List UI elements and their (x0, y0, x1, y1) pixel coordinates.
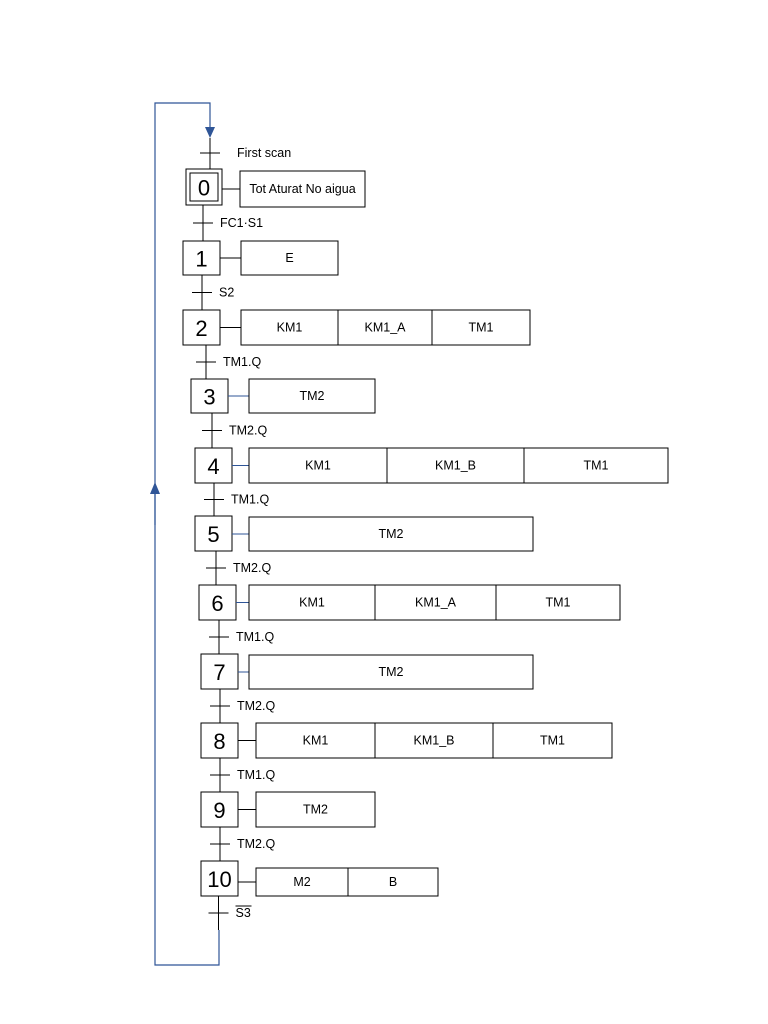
action-cell-10-1 (347, 867, 439, 897)
action-label-1-0: E (285, 251, 293, 265)
action-cell-9-0 (255, 791, 376, 828)
transition-label-8: TM1.Q (237, 768, 275, 782)
action-cell-2-2 (431, 309, 531, 346)
action-cell-8-0 (255, 722, 376, 759)
action-label-4-0: KM1 (305, 459, 331, 473)
step-box-3 (190, 378, 229, 414)
step-box-inner-0 (189, 172, 219, 202)
action-label-0-0: Tot Aturat No aigua (249, 182, 355, 196)
loop-back-line (154, 102, 220, 966)
action-cell-0-0 (239, 170, 366, 208)
action-label-4-1: KM1_B (435, 459, 476, 473)
action-label-10-1: B (389, 875, 397, 889)
step-number-2: 2 (195, 316, 207, 341)
action-label-4-2: TM1 (584, 459, 609, 473)
step-number-4: 4 (207, 454, 219, 479)
step-box-10 (200, 860, 239, 897)
transition-label-10: S3 (236, 906, 251, 920)
step-number-10: 10 (207, 867, 231, 892)
action-label-8-0: KM1 (303, 734, 329, 748)
action-label-8-1: KM1_B (414, 734, 455, 748)
transition-label-2: TM1.Q (223, 355, 261, 369)
transition-label-6: TM1.Q (236, 630, 274, 644)
action-cell-4-2 (523, 447, 669, 484)
action-label-6-2: TM1 (546, 596, 571, 610)
transition-label-first-scan: First scan (237, 146, 291, 160)
action-cell-3-0 (248, 378, 376, 414)
action-label-10-0: M2 (293, 875, 310, 889)
loop-arrow-up-icon (150, 482, 160, 494)
step-number-8: 8 (213, 729, 225, 754)
action-label-6-1: KM1_A (415, 596, 457, 610)
action-cell-10-0 (255, 867, 349, 897)
action-label-2-2: TM1 (469, 321, 494, 335)
action-label-8-2: TM1 (540, 734, 565, 748)
action-label-2-0: KM1 (277, 321, 303, 335)
step-number-0: 0 (198, 176, 210, 201)
step-box-6 (198, 584, 237, 621)
action-label-3-0: TM2 (300, 389, 325, 403)
step-number-7: 7 (213, 660, 225, 685)
step-number-6: 6 (211, 591, 223, 616)
step-number-5: 5 (207, 522, 219, 547)
transition-label-5: TM2.Q (233, 561, 271, 575)
action-cell-8-2 (492, 722, 613, 759)
transition-label-0: FC1·S1 (220, 216, 263, 230)
action-cell-2-0 (240, 309, 339, 346)
action-label-7-0: TM2 (379, 665, 404, 679)
loop-arrow-down-icon (205, 127, 215, 138)
transition-label-1: S2 (219, 286, 234, 300)
action-cell-6-2 (495, 584, 621, 621)
step-box-2 (182, 309, 221, 346)
action-cell-7-0 (248, 654, 534, 690)
step-box-9 (200, 791, 239, 828)
action-label-6-0: KM1 (299, 596, 325, 610)
step-box-4 (194, 447, 233, 484)
transition-label-7: TM2.Q (237, 699, 275, 713)
transition-label-9: TM2.Q (237, 837, 275, 851)
transition-label-3: TM2.Q (229, 424, 267, 438)
action-cell-1-0 (240, 240, 339, 276)
step-number-9: 9 (213, 798, 225, 823)
step-number-3: 3 (203, 385, 215, 410)
step-number-1: 1 (195, 247, 207, 272)
action-label-9-0: TM2 (303, 803, 328, 817)
action-cell-5-0 (248, 516, 534, 552)
transition-label-4: TM1.Q (231, 493, 269, 507)
action-label-2-1: KM1_A (365, 321, 407, 335)
action-label-5-0: TM2 (379, 527, 404, 541)
step-box-8 (200, 722, 239, 759)
